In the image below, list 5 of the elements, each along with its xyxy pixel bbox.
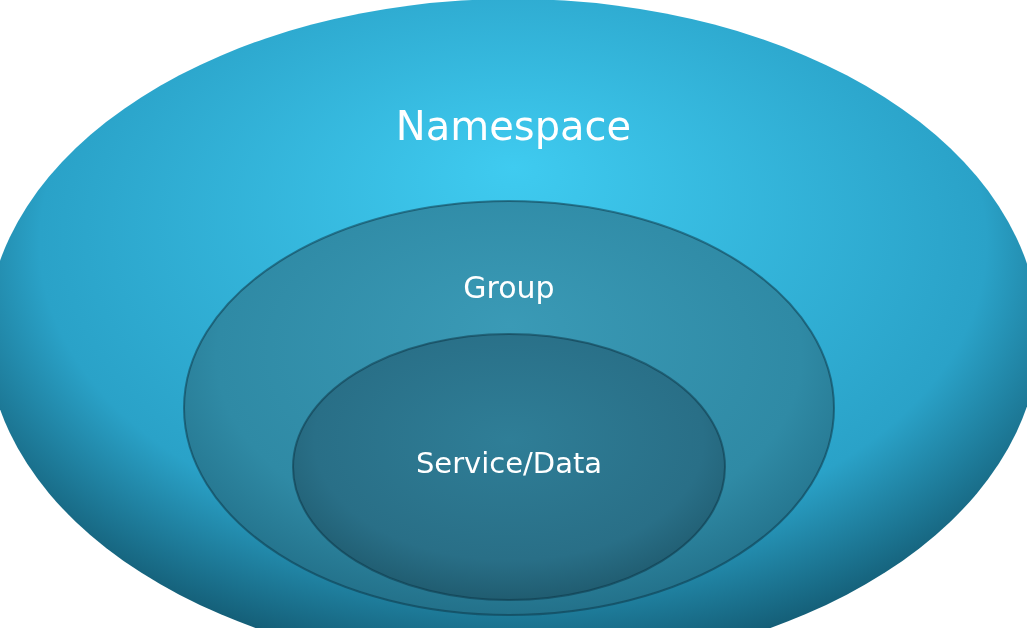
ellipse-label: Namespace bbox=[395, 103, 632, 149]
ellipse bbox=[183, 200, 835, 616]
ellipse bbox=[292, 333, 726, 601]
ellipse-label: Service/Data bbox=[415, 446, 603, 480]
ellipse-label: Group bbox=[463, 270, 555, 305]
